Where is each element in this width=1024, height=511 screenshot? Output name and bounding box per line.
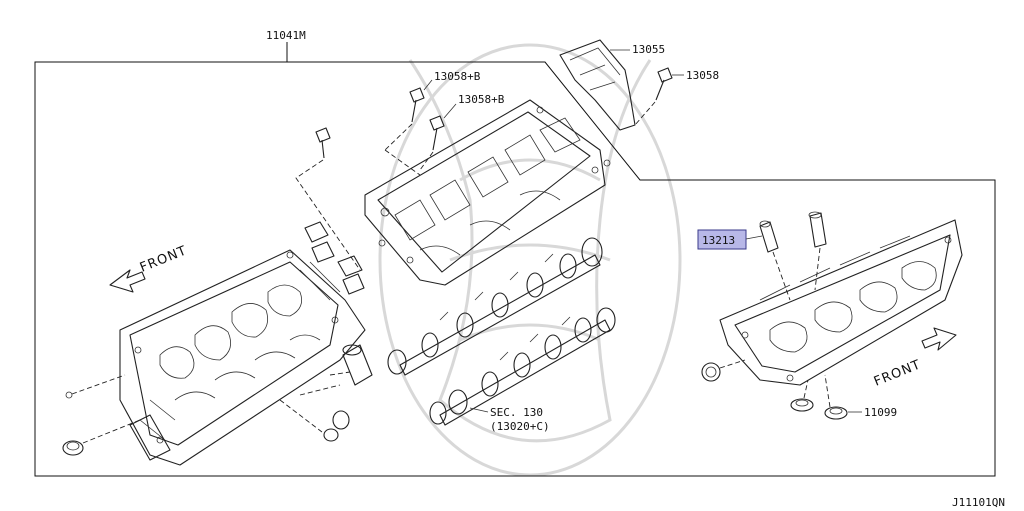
bolt-13058[interactable] — [655, 67, 673, 101]
front-arrow-right — [921, 327, 957, 351]
assembly-boundary — [34, 61, 996, 477]
leader-bolt-upper — [384, 123, 413, 151]
diagram-code: J11101QN — [952, 496, 1005, 509]
right-cylinder-head[interactable] — [719, 219, 963, 386]
leader-bolt-13058 — [634, 101, 656, 126]
camshaft-upper[interactable] — [387, 237, 603, 376]
leader-tube — [299, 371, 351, 396]
seal-11099-b[interactable] — [824, 406, 848, 420]
leader-dowel-a — [772, 251, 791, 301]
label-13058[interactable]: 13058 — [686, 69, 719, 82]
label-13058b-lower[interactable]: 13058+B — [458, 93, 505, 106]
leader-right-seal — [719, 359, 746, 369]
bracket-dowel-left[interactable] — [378, 239, 386, 247]
leader-13213 — [745, 235, 763, 240]
leader-bolt-upper-b — [384, 149, 421, 176]
front-arrow-left — [109, 269, 146, 293]
left-head-seal[interactable] — [62, 440, 84, 456]
left-cylinder-head[interactable] — [119, 249, 366, 466]
leader-sec130 — [469, 407, 489, 413]
label-13213[interactable]: 13213 — [702, 234, 735, 247]
front-label-right: FRONT — [872, 357, 923, 389]
leader-dowel-b — [814, 247, 821, 291]
leader-left-seals — [279, 399, 323, 433]
leader-left-seal — [82, 419, 141, 444]
left-head-bolt[interactable] — [315, 127, 331, 159]
right-head-seal[interactable] — [701, 362, 721, 382]
left-valve-lifters[interactable] — [304, 221, 365, 295]
leader-left-bolt — [295, 159, 361, 271]
watermark-logo — [378, 43, 682, 477]
bolt-13058b-lower[interactable] — [429, 115, 445, 151]
bracket-cover-13055[interactable] — [559, 39, 636, 131]
leader-left-dowel — [71, 374, 126, 395]
leader-bolt-lower — [419, 151, 434, 171]
label-13058b-upper[interactable]: 13058+B — [434, 70, 481, 83]
bracket-dowel-right[interactable] — [603, 159, 611, 167]
left-dowel-pin[interactable] — [65, 391, 73, 399]
leader-seal-a — [803, 379, 809, 399]
leader-13058b-upper — [423, 79, 433, 91]
seal-11099-a[interactable] — [790, 398, 814, 412]
dowel-13213-b[interactable] — [808, 211, 827, 248]
bolt-13058b-upper[interactable] — [409, 87, 425, 123]
leader-seal-b — [824, 374, 831, 408]
camshaft-lower[interactable] — [429, 307, 616, 426]
label-11041m[interactable]: 11041M — [266, 29, 306, 42]
label-sec130-sub: (13020+C) — [490, 420, 550, 433]
left-spark-plug-tube[interactable] — [342, 344, 373, 386]
label-11099[interactable]: 11099 — [864, 406, 897, 419]
front-label-left: FRONT — [138, 243, 189, 275]
left-tube-seals[interactable] — [323, 410, 350, 442]
camshaft-bracket[interactable] — [364, 99, 606, 286]
highlight-13213[interactable] — [697, 229, 747, 250]
dowel-13213-a[interactable] — [759, 220, 779, 253]
label-sec130[interactable]: SEC. 130 — [490, 406, 543, 419]
label-13055[interactable]: 13055 — [632, 43, 665, 56]
leader-13058b-lower — [443, 103, 457, 119]
